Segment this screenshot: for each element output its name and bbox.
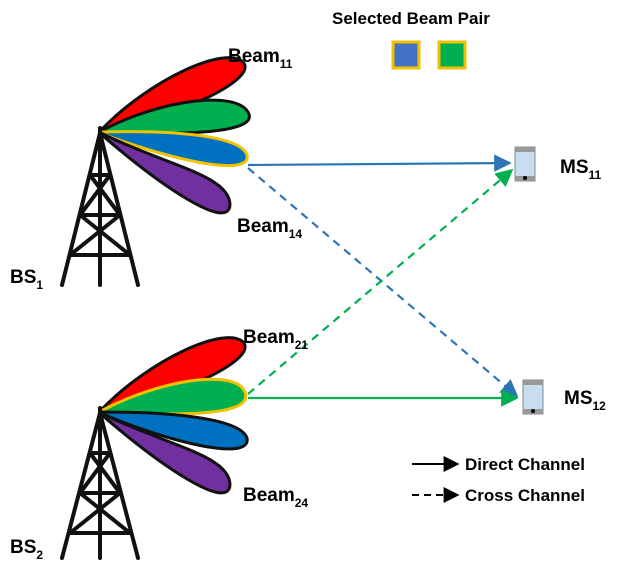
- bs2-tower-icon: [60, 406, 140, 560]
- bs1-tower-icon: [60, 126, 140, 287]
- ms11-phone-icon: [514, 146, 536, 182]
- legend-square-green: [437, 40, 467, 70]
- beam-23: [101, 410, 249, 451]
- direct-channel-legend-label: Direct Channel: [465, 455, 585, 474]
- bs1-beams: [101, 56, 251, 215]
- bs1-label: BS1: [10, 267, 43, 292]
- legend-square-blue: [391, 40, 421, 70]
- beam-21-label: Beam21: [243, 327, 308, 352]
- bs2-label: BS2: [10, 537, 43, 562]
- beam-14-label: Beam14: [237, 216, 302, 241]
- beam-24-label: Beam24: [243, 485, 308, 510]
- ms12-label: MS12: [564, 388, 606, 413]
- beam-24: [101, 411, 232, 495]
- bs1-cross-channel: [247, 167, 519, 398]
- legend-title: Selected Beam Pair: [332, 9, 490, 28]
- bs2-beams: [101, 336, 249, 495]
- ms12-phone-icon: [522, 379, 544, 415]
- ms11-label: MS11: [560, 157, 602, 182]
- beam-14: [101, 131, 232, 215]
- bs1-direct-channel: [247, 154, 512, 172]
- bs2-cross-channel: [247, 168, 514, 395]
- cross-channel-legend-label: Cross Channel: [465, 486, 585, 505]
- beam-11-label: Beam11: [228, 46, 293, 71]
- beam-13: [101, 130, 249, 167]
